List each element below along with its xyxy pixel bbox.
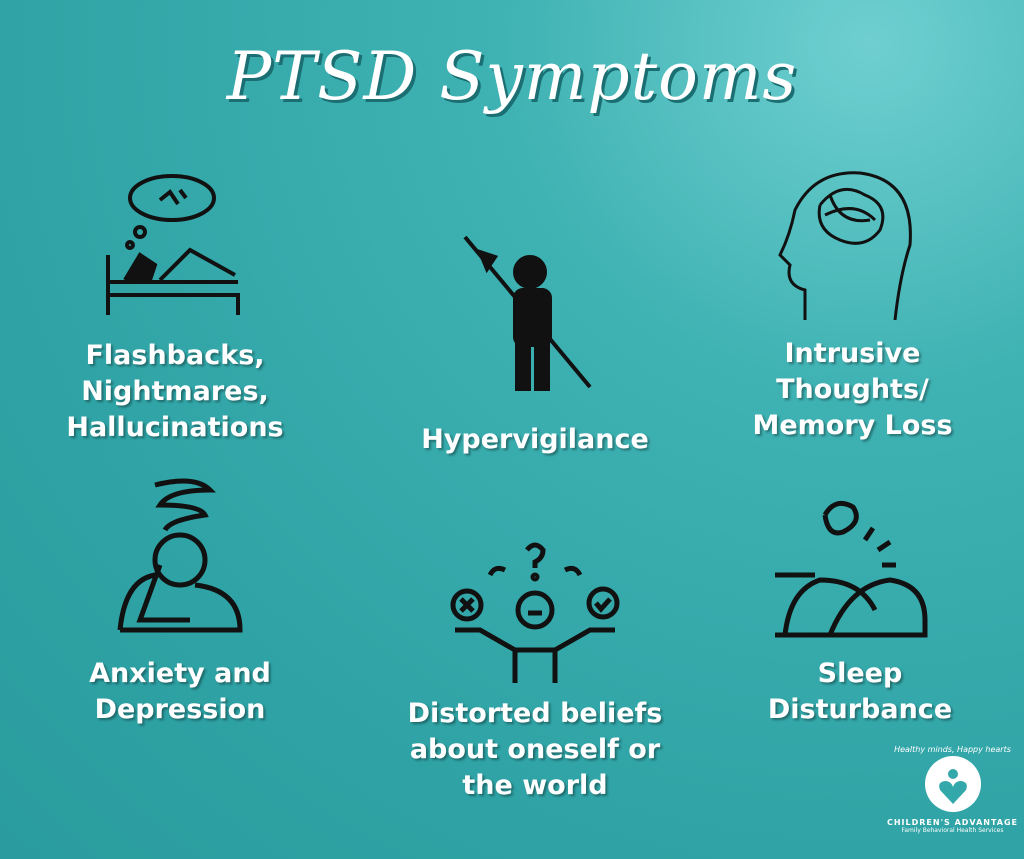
armored-guard-icon	[463, 235, 592, 391]
symptom-label-anxiety-depression: Anxiety and Depression	[89, 658, 271, 725]
symptom-label-flashbacks: Flashbacks, Nightmares, Hallucinations	[66, 340, 284, 443]
logo-tagline: Healthy minds, Happy hearts	[894, 745, 1011, 754]
page-title: PTSD Symptoms	[226, 38, 798, 115]
sleepless-person-icon	[775, 500, 928, 638]
logo-subtitle: Family Behavioral Health Services	[901, 827, 1004, 834]
symptom-label-distorted-beliefs: Distorted beliefs about oneself or the w…	[407, 698, 663, 801]
tangled-brain-head-icon	[778, 171, 912, 321]
logo-name: CHILDREN'S ADVANTAGE	[886, 818, 1019, 827]
symptom-label-hypervigilance: Hypervigilance	[421, 424, 649, 455]
symptom-label-intrusive-thoughts: Intrusive Thoughts/ Memory Loss	[752, 338, 953, 441]
childrens-advantage-logo: Healthy minds, Happy hearts CHILDREN'S A…	[885, 745, 1020, 834]
heart-person-logo-icon	[924, 756, 981, 812]
distressed-person-icon	[117, 478, 243, 633]
confused-person-scales-icon	[450, 542, 620, 683]
symptom-label-sleep-disturbance: Sleep Disturbance	[767, 658, 953, 725]
nightmare-bed-icon	[106, 174, 240, 315]
